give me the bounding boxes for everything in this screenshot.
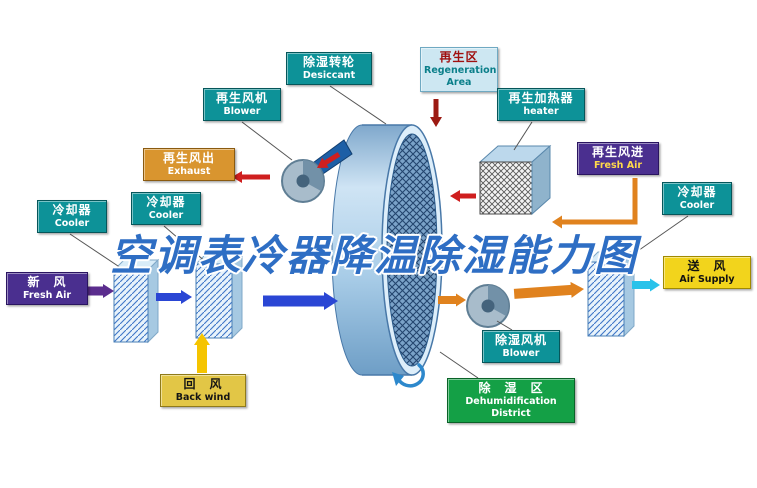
label-cooler-right-en: Cooler [679, 200, 715, 211]
watermark-title: 空调表冷器降温除湿能力图 [110, 231, 639, 280]
leader-regen-blower [241, 121, 293, 161]
leader-desiccant [329, 85, 387, 125]
arrow-heater-to-wheel [450, 190, 476, 202]
label-cooler-left-2-zh: 冷却器 [146, 195, 186, 209]
leader-dehumid-blower [496, 320, 513, 331]
arrow-cooler-to-wheel [263, 292, 338, 310]
label-air-supply: 送 风 Air Supply [663, 256, 751, 289]
arrow-wheel-to-dehumid-fan [438, 293, 466, 307]
regeneration-blower-fan [281, 139, 353, 203]
label-regen-fresh-air-zh: 再生风进 [591, 145, 644, 159]
label-regeneration-area: 再生区 Regeneration Area [420, 47, 498, 92]
label-fresh-air-zh: 新 风 [27, 275, 67, 289]
arrow-between-coolers [156, 290, 192, 304]
desiccant-wheel [331, 124, 443, 376]
arrow-regen-area-pointer [430, 99, 442, 127]
label-regeneration-heater-zh: 再生加热器 [508, 91, 574, 105]
leader-lines [69, 85, 689, 379]
label-air-supply-zh: 送 风 [687, 259, 727, 273]
label-back-wind-zh: 回 风 [183, 377, 223, 391]
arrow-fresh-air-in [84, 284, 114, 298]
label-regeneration-blower-zh: 再生风机 [215, 91, 268, 105]
leader-cooler-b [163, 225, 208, 264]
regeneration-heater-unit [478, 144, 552, 216]
label-regeneration-heater: 再生加热器 heater [497, 88, 585, 121]
label-exhaust: 再生风出 Exhaust [143, 148, 235, 181]
label-regeneration-blower-en: Blower [223, 106, 261, 117]
label-regeneration-blower: 再生风机 Blower [203, 88, 281, 121]
label-regeneration-area-zh: 再生区 [439, 50, 479, 64]
leader-cooler-a [69, 233, 125, 271]
leader-cooler-c [621, 215, 689, 263]
label-cooler-left-2-en: Cooler [148, 210, 184, 221]
label-back-wind-en: Back wind [175, 392, 231, 403]
arrow-exhaust-out [232, 171, 270, 183]
label-air-supply-en: Air Supply [679, 274, 735, 285]
label-cooler-right: 冷却器 Cooler [662, 182, 732, 215]
cooler-coil-left-2 [194, 252, 244, 340]
arrow-wheel-to-regen-fan [317, 152, 341, 168]
label-dehumidification-district: 除 湿 区 Dehumidification District [447, 378, 575, 423]
label-fresh-air-en: Fresh Air [22, 290, 72, 301]
label-regeneration-area-en: Regeneration Area [424, 65, 497, 88]
dehumidification-blower-fan [466, 284, 510, 328]
label-fresh-air: 新 风 Fresh Air [6, 272, 88, 305]
cooler-coil-right [586, 250, 636, 338]
arrow-return-air-up [194, 333, 210, 373]
leader-regen-heater [513, 121, 533, 151]
arrow-air-supply-out [632, 278, 660, 292]
label-exhaust-zh: 再生风出 [162, 151, 215, 165]
label-exhaust-en: Exhaust [167, 166, 211, 177]
label-desiccant-wheel: 除湿转轮 Desiccant [286, 52, 372, 85]
arrow-fan-to-cooler-right [513, 281, 584, 299]
label-dehumidification-district-en2: District [491, 407, 531, 419]
label-regen-fresh-air: 再生风进 Fresh Air [577, 142, 659, 175]
label-back-wind: 回 风 Back wind [160, 374, 246, 407]
label-dehumidification-district-zh: 除 湿 区 [478, 381, 544, 395]
leader-dehumid-area [439, 351, 479, 379]
label-cooler-left-1: 冷却器 Cooler [37, 200, 107, 233]
label-cooler-left-1-en: Cooler [54, 218, 90, 229]
arrow-regen-inlet-to-heater [552, 178, 638, 229]
label-cooler-right-zh: 冷却器 [677, 185, 717, 199]
cooler-coil-left-1 [112, 258, 160, 344]
label-desiccant-wheel-zh: 除湿转轮 [302, 55, 355, 69]
rotation-arrow-icon [392, 363, 425, 388]
label-dehumidification-district-en1: Dehumidification [465, 396, 557, 407]
label-desiccant-wheel-en: Desiccant [302, 70, 356, 81]
label-dehumid-blower: 除湿风机 Blower [482, 330, 560, 363]
label-regen-fresh-air-en: Fresh Air [593, 160, 643, 171]
label-cooler-left-2: 冷却器 Cooler [131, 192, 201, 225]
label-cooler-left-1-zh: 冷却器 [52, 203, 92, 217]
label-dehumid-blower-en: Blower [502, 348, 540, 359]
label-dehumid-blower-zh: 除湿风机 [494, 333, 547, 347]
label-regeneration-heater-en: heater [523, 106, 559, 117]
